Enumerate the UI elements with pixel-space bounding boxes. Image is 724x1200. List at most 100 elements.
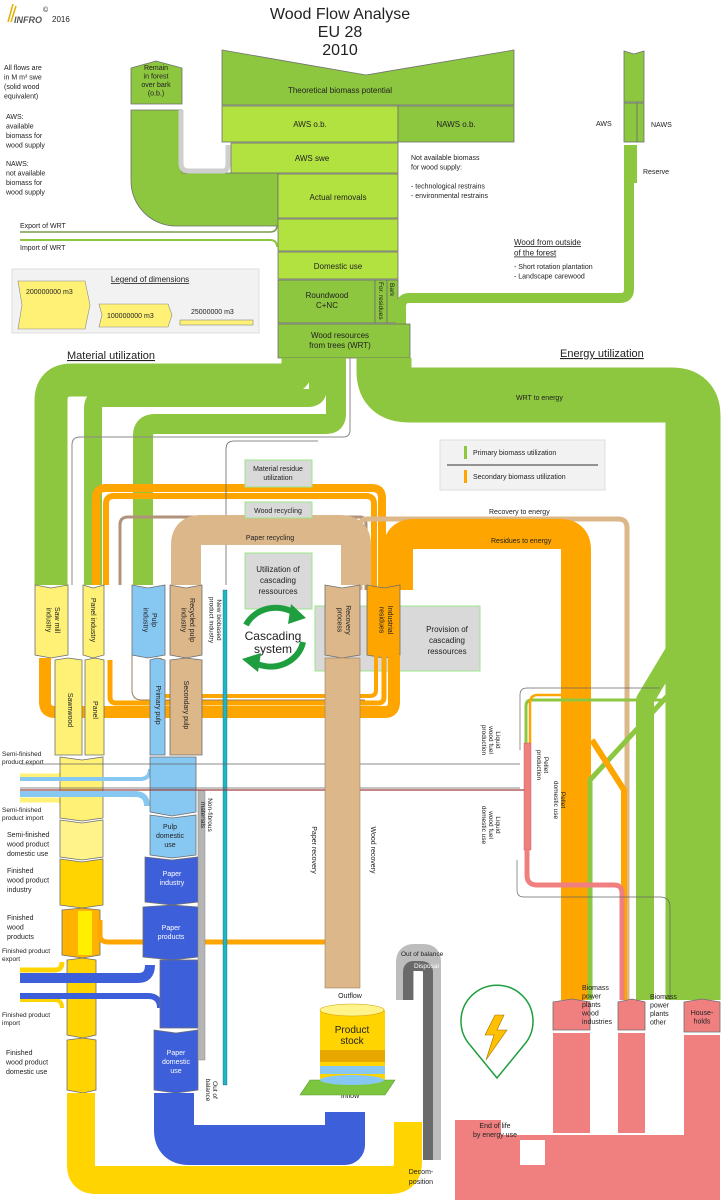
pellet-production-label: Pelletproduction <box>535 750 549 781</box>
panel-industry-node <box>82 584 105 659</box>
legend-item-medium: 100000000 m3 <box>107 313 154 320</box>
finished-domestic-node <box>66 1037 97 1094</box>
paper-products-node <box>142 904 199 961</box>
text-line: - technological restrains <box>411 184 485 191</box>
pulp-supply-flow <box>133 358 346 585</box>
text-line: (solid wood <box>4 84 40 91</box>
logo-text: INFRO <box>14 15 42 25</box>
sawnwood-label: Sawnwood <box>66 693 73 727</box>
text-line: domestic <box>156 833 185 840</box>
text-line: in forest <box>144 74 169 81</box>
text-line: wood <box>581 1011 599 1018</box>
primary-pulp-label: Primary pulp <box>154 685 161 724</box>
text-line: Liquid <box>494 816 501 834</box>
liquid-production-label: Liquidwood fuelproduction <box>480 725 501 756</box>
year: 2016 <box>52 15 70 24</box>
text-line: industries <box>582 1019 612 1026</box>
text-line: industry <box>160 880 185 887</box>
paper-domestic-node <box>153 1029 199 1094</box>
bark-label: Bark <box>388 283 395 297</box>
text-line: Decom- <box>409 1169 434 1176</box>
inflow-label: Inflow <box>341 1093 360 1100</box>
liquid-domestic-label: Liquidwood fueldomestic use <box>480 806 501 845</box>
text-line: Industrial <box>386 606 393 635</box>
recycled-pulp-label: Recycled pulpindustry <box>180 598 196 642</box>
text-line: process <box>336 608 343 633</box>
text-line: wood supply <box>5 143 45 150</box>
text-line: export <box>2 956 20 963</box>
text-line: Not available biomass <box>411 155 480 162</box>
residue-loop-outer <box>92 484 386 590</box>
paper-inflow-flow <box>154 1093 365 1165</box>
text-line: holds <box>694 1019 711 1026</box>
text-line: Biomass <box>582 985 609 992</box>
sawmill-node <box>34 584 69 659</box>
text-line: domestic use <box>7 851 48 858</box>
utilization-box <box>244 552 313 610</box>
paper-recycling-flow <box>171 515 371 585</box>
text-line: residues <box>378 607 385 634</box>
text-line: wood product <box>6 878 49 885</box>
text-line: EU 28 <box>318 24 363 41</box>
legend-utilization: Primary biomass utilization Secondary bi… <box>439 439 606 491</box>
pellet-domestic-label: Pelletdomestic use <box>552 781 566 820</box>
wood-recovery-label: Wood recovery <box>369 827 376 874</box>
households-label: House-holds <box>691 1010 714 1026</box>
text-line: industry <box>45 608 52 633</box>
text-line: industry <box>180 608 187 633</box>
outflow-label: Outflow <box>338 993 363 1000</box>
energy-utilization-heading: Energy utilization <box>560 348 644 360</box>
text-line: biomass for <box>6 133 43 140</box>
export-wrt-flow <box>20 224 278 233</box>
pulp-trade-node <box>149 756 197 817</box>
text-line: AWS: <box>6 114 24 121</box>
decomposition-label: Decom-position <box>409 1169 434 1186</box>
text-line: product industry <box>208 597 215 644</box>
energy-lightning-icon <box>460 984 534 1080</box>
legend-swatch-small <box>179 319 254 326</box>
legend-item-large: 200000000 m3 <box>26 289 73 296</box>
text-line: use <box>164 842 175 849</box>
text-line: stock <box>340 1036 364 1047</box>
text-line: 2010 <box>322 42 358 59</box>
disposal-flow <box>403 961 433 1160</box>
forest-residues-label: For. residues <box>377 282 384 320</box>
text-line: Pellet <box>559 792 566 808</box>
text-line: wood product <box>6 842 49 849</box>
panel-industry-label: Panel industry <box>89 598 96 643</box>
text-line: Recycled pulp <box>188 598 195 642</box>
text-line: products <box>158 934 185 941</box>
text-line: by energy use <box>473 1132 517 1139</box>
sawmill-supply-flow <box>34 345 315 585</box>
text-line: equivalent) <box>4 94 38 101</box>
outside-forest-flow <box>396 145 634 324</box>
semi-finished-node <box>59 756 104 822</box>
logo-mark-icon <box>7 3 17 23</box>
aws-swe-label: AWS swe <box>295 154 330 163</box>
bpp-other-node <box>617 998 646 1031</box>
text-line: Material residue <box>253 466 303 473</box>
pulp-import-flow <box>20 791 150 807</box>
text-line: in M m³ swe <box>4 75 42 82</box>
semi-domestic-node <box>59 819 104 861</box>
finished-products-highlight <box>78 911 92 955</box>
text-line: production <box>480 725 487 756</box>
text-line: New biobased <box>215 599 222 641</box>
industrial-residues-label: Industrialresidues <box>378 606 394 635</box>
text-line: domestic use <box>6 1069 47 1076</box>
primary-pulp-flow <box>149 657 166 756</box>
